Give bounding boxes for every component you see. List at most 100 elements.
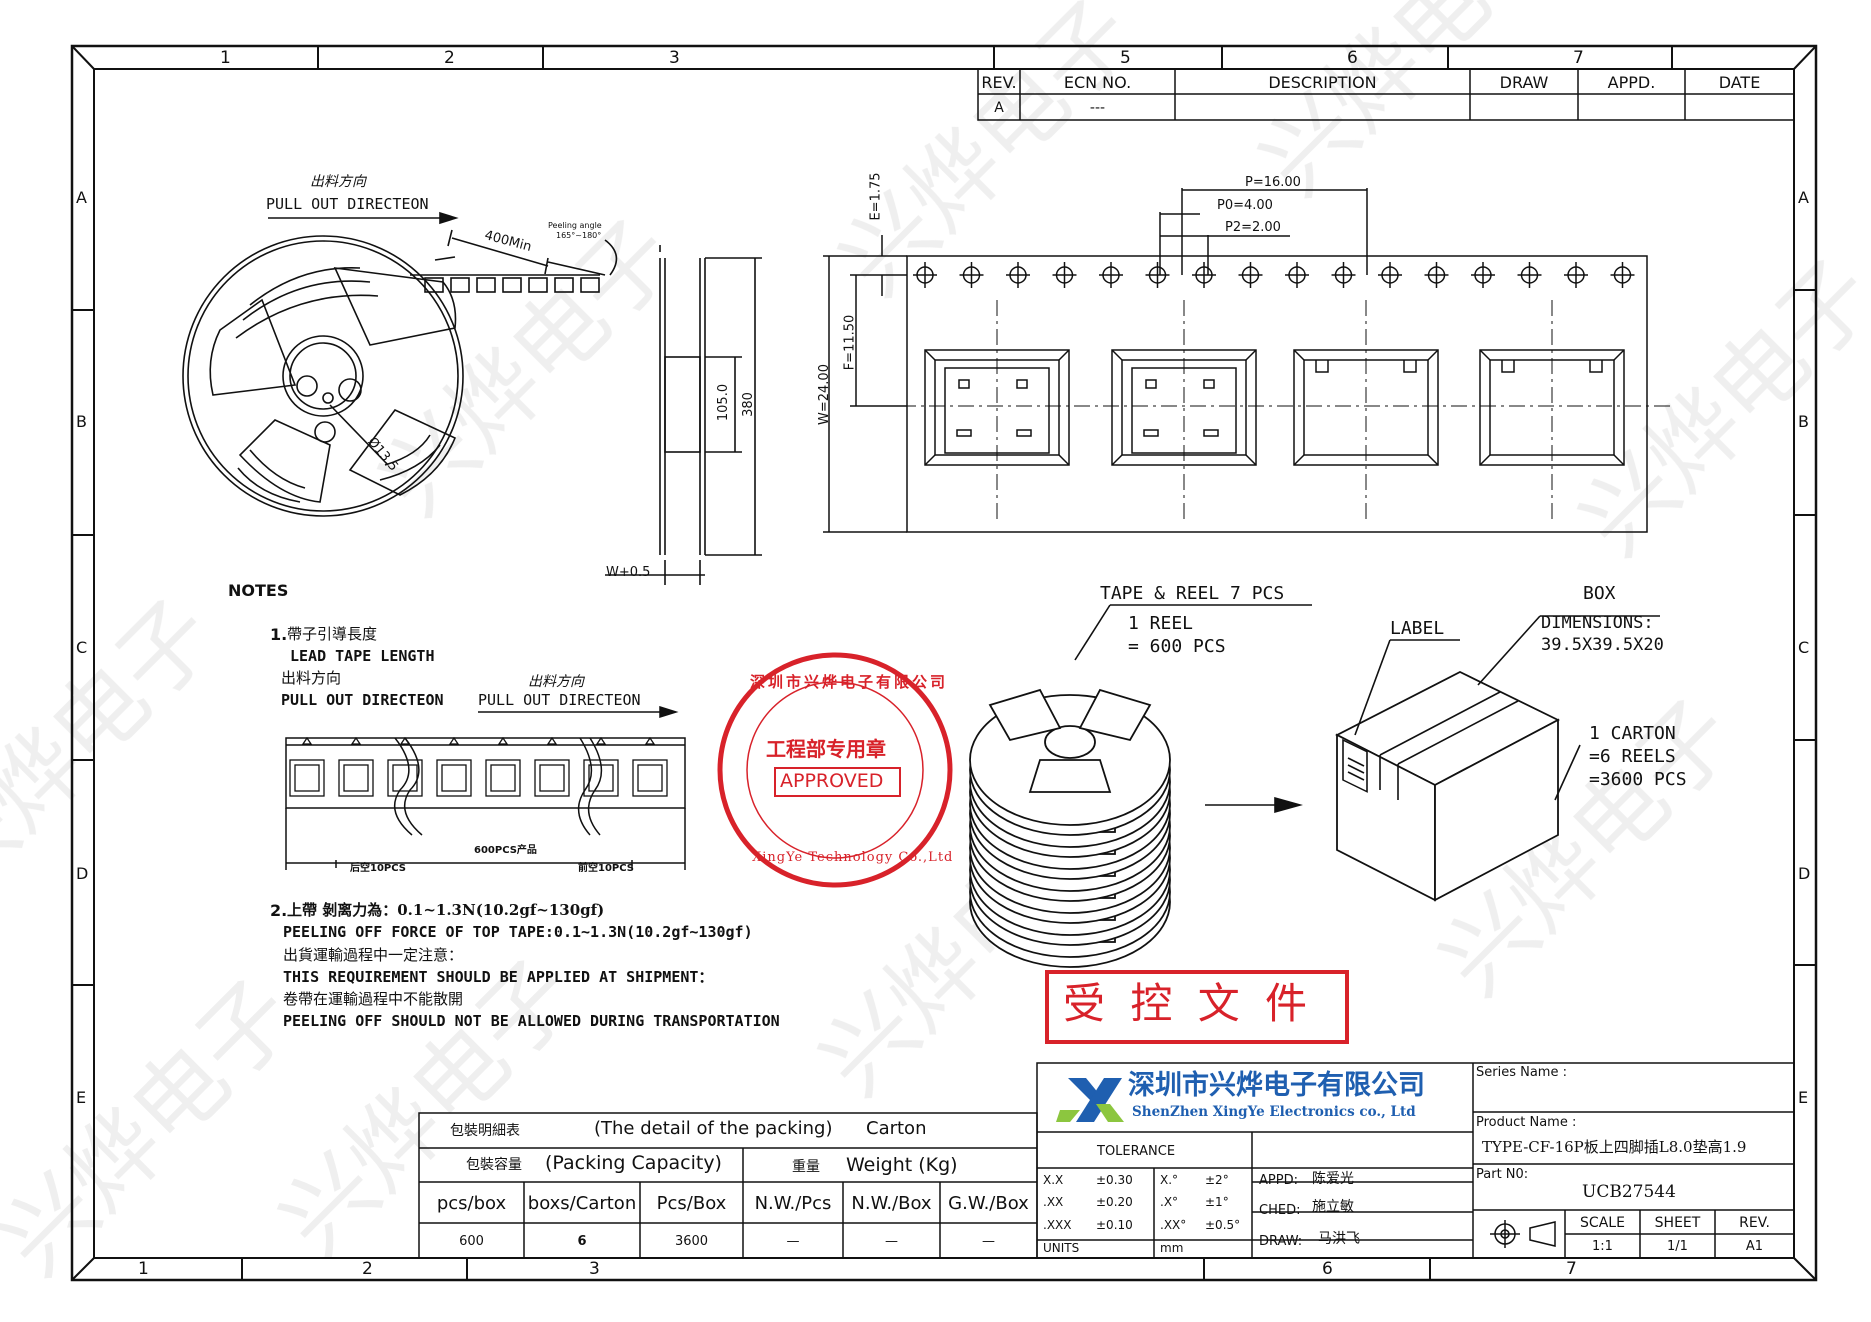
dim-p: P=16.00 [1245, 175, 1301, 190]
scale-label: SCALE [1580, 1214, 1625, 1231]
tol-row3-d: ±0.5° [1205, 1218, 1241, 1232]
grid-col-label: 3 [669, 48, 680, 68]
grid-col-label: 5 [1120, 48, 1131, 68]
reel-spoke-window [1078, 688, 1152, 742]
grid-col-label: 7 [1573, 48, 1584, 68]
tape-pocket [924, 349, 1070, 466]
description-header: DESCRIPTION [1268, 72, 1377, 92]
pull-direction-cn: 出料方向 [310, 174, 366, 190]
tol-row1-a: X.X [1043, 1173, 1064, 1187]
note2-en-3: PEELING OFF SHOULD NOT BE ALLOWED DURING… [283, 1012, 780, 1030]
stamp-ring-en: XingYe Technology Co.,Ltd [752, 850, 954, 865]
val-nw-pcs: — [786, 1233, 800, 1249]
appd-value: 陈爱光 [1312, 1171, 1354, 1187]
packing-capacity-cn: 包裝容量 [466, 1157, 522, 1173]
reel-label: 1 REEL [1128, 613, 1194, 634]
tol-row2-c: .X° [1160, 1195, 1179, 1209]
tol-row2-d: ±1° [1205, 1195, 1229, 1209]
watermark-text: 兴烨电子 [820, 0, 1156, 316]
draw-label: DRAW: [1259, 1234, 1303, 1249]
draw-header: DRAW [1499, 72, 1549, 92]
note1-dir-en: PULL OUT DIRECTEON [281, 691, 444, 709]
strip-pocket [485, 759, 521, 797]
tol-row1-c: X.° [1160, 1173, 1179, 1187]
dim-f: F=11.50 [842, 314, 858, 371]
grid-row-label: B [1798, 412, 1809, 431]
dim-p0: P0=4.00 [1217, 198, 1273, 213]
tape-strip-middle: 600PCS产品 [474, 845, 537, 856]
grid-row-label: D [1798, 864, 1811, 883]
tol-row1-d: ±2° [1205, 1173, 1229, 1187]
rev-value-title: A1 [1745, 1239, 1764, 1254]
appd-header: APPD. [1607, 72, 1656, 92]
packing-title-carton: Carton [866, 1118, 927, 1139]
ched-value: 施立敏 [1312, 1199, 1354, 1215]
note2-en: PEELING OFF FORCE OF TOP TAPE:0.1~1.3N(1… [283, 923, 753, 941]
note1-number: 1. [270, 625, 288, 644]
note2-en-2: THIS REQUIREMENT SHOULD BE APPLIED AT SH… [283, 968, 714, 986]
weight-cn: 重量 [792, 1159, 820, 1175]
val-gw-box: — [982, 1233, 995, 1249]
reel-hub [1044, 725, 1096, 759]
company-name-cn: 深圳市兴烨电子有限公司 [1128, 1070, 1425, 1101]
carton-label: 1 CARTON [1589, 723, 1676, 744]
note1-cn: 帶子引導長度 [287, 625, 378, 643]
tape-pocket [1293, 349, 1439, 466]
tape-strip-right: 前空10PCS [578, 863, 634, 874]
val-pcs-box-2: 3600 [674, 1233, 709, 1249]
product-name-value: TYPE-CF-16P板上四脚插L8.0垫高1.9 [1482, 1138, 1747, 1156]
tape-pocket [1111, 349, 1257, 466]
tol-row1-b: ±0.30 [1096, 1173, 1133, 1187]
appd-label: APPD: [1259, 1173, 1298, 1188]
stamp-approved: APPROVED [780, 770, 884, 792]
ecn-header: ECN NO. [1063, 72, 1132, 92]
strip-pocket [338, 759, 374, 797]
grid-col-label: 1 [220, 48, 231, 68]
part-number-label: Part N0: [1476, 1167, 1529, 1182]
grid-col-label: 2 [444, 48, 455, 68]
sheet-value: 1/1 [1667, 1239, 1688, 1254]
val-pcs-box: 600 [459, 1233, 484, 1249]
note1-dir-cn: 出料方向 [281, 669, 342, 687]
tape-reel-label: TAPE & REEL 7 PCS [1100, 583, 1285, 604]
grid-col-label: 2 [362, 1259, 373, 1279]
product-name-label: Product Name : [1476, 1115, 1577, 1130]
packing-capacity-en: (Packing Capacity) [545, 1152, 722, 1174]
connector-part [944, 367, 1050, 454]
box-dimensions-label: DIMENSIONS: [1541, 613, 1654, 633]
grid-row-label: E [76, 1088, 87, 1107]
note1-dir-en-2: PULL OUT DIRECTEON [478, 691, 641, 709]
flange-outer-dim: 380 [740, 392, 756, 417]
tolerance-label: TOLERANCE [1097, 1144, 1176, 1159]
tape-pocket [1479, 349, 1625, 466]
strip-pocket [387, 759, 423, 797]
date-header: DATE [1718, 72, 1761, 92]
rev-header: REV. [981, 72, 1017, 92]
series-name-label: Series Name : [1476, 1065, 1567, 1080]
stamp-ring-text: 深圳市兴烨电子有限公司 [750, 673, 949, 691]
ched-label: CHED: [1259, 1203, 1301, 1218]
col-pcs-box: pcs/box [436, 1192, 507, 1214]
strip-pocket [289, 759, 325, 797]
strip-pocket [436, 759, 472, 797]
tol-row3-b: ±0.10 [1096, 1218, 1133, 1232]
grid-col-label: 6 [1322, 1259, 1333, 1279]
packing-title-cn: 包裝明細表 [450, 1123, 520, 1139]
col-nw-box: N.W./Box [851, 1192, 932, 1214]
dim-p2: P2=2.00 [1225, 220, 1281, 235]
rev-value: A [994, 99, 1004, 116]
col-boxs-carton: boxs/Carton [527, 1192, 637, 1214]
tape-strip-left: 后空10PCS [350, 863, 406, 874]
note2-cn-3: 卷帶在運輸過程中不能散開 [283, 990, 464, 1008]
dim-e: E=1.75 [868, 172, 884, 221]
grid-row-label: A [1798, 188, 1809, 207]
tol-row2-b: ±0.20 [1096, 1195, 1133, 1209]
units-value: mm [1160, 1241, 1184, 1255]
controlled-document-stamp: 受 控 文 件 [1063, 979, 1314, 1028]
flange-inner-dim: 105.0 [716, 383, 732, 422]
part-number-value: UCB27544 [1582, 1182, 1676, 1202]
approval-stamp: 工程部专用章 APPROVED 深圳市兴烨电子有限公司 XingYe Techn… [720, 655, 954, 885]
dim-w: W=24.00 [816, 364, 832, 425]
grid-row-label: E [1798, 1088, 1809, 1107]
strip-pocket [534, 759, 570, 797]
